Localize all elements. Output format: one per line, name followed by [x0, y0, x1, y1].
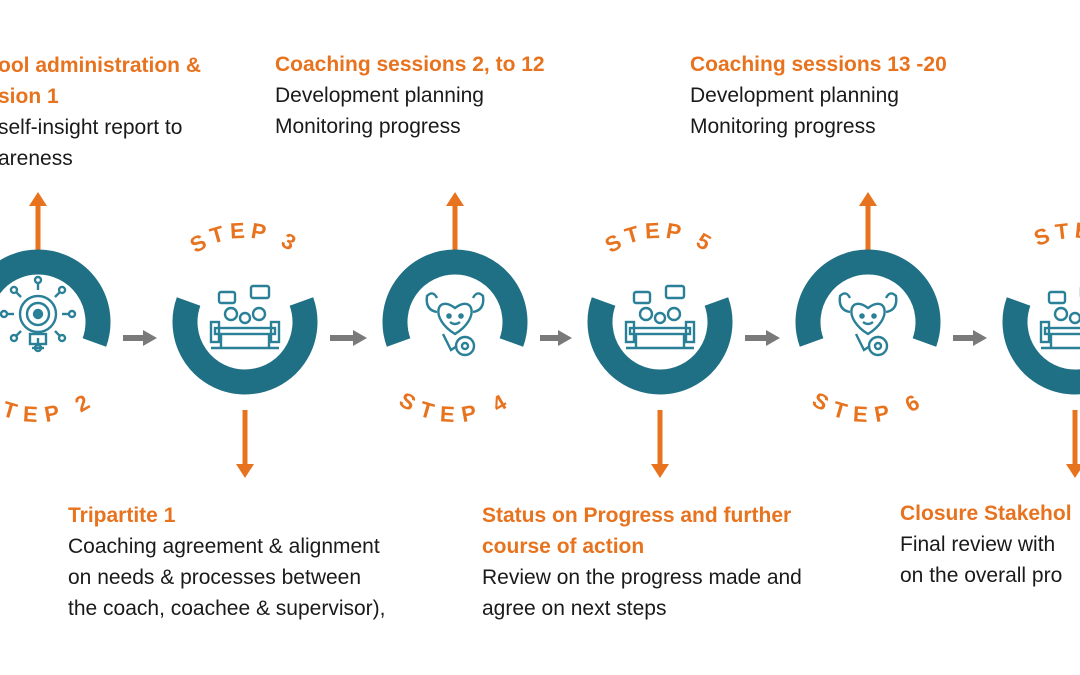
- meeting-icon: [209, 284, 281, 350]
- connector-arrowhead: [143, 330, 157, 346]
- top-block-step-4-heading: Coaching sessions 2, to 12: [275, 53, 545, 76]
- step-label-text: STEP 5: [601, 218, 715, 258]
- step-label: STEP 4: [395, 387, 515, 428]
- bottom-block-step-5-heading-1: Status on Progress and further: [482, 504, 792, 527]
- step-label: STEP 6: [808, 387, 928, 428]
- top-block-step-4: Coaching sessions 2, to 12 Development p…: [275, 49, 545, 142]
- meeting-icon: [624, 284, 696, 350]
- step-label-text: STEP 6: [808, 387, 923, 428]
- down-arrow-step-3: [236, 410, 254, 478]
- top-block-step-2-heading-1: ool administration &: [0, 54, 202, 77]
- step-ring: [1002, 297, 1080, 395]
- strong-heart-icon: [425, 292, 485, 357]
- bottom-block-step-7-body-2: on the overall pro: [900, 564, 1063, 587]
- step-label-text: STEP: [1031, 218, 1080, 251]
- strong-heart-icon: [838, 292, 898, 357]
- step-ring: [382, 249, 528, 347]
- orange-arrowhead: [1066, 464, 1080, 478]
- connector-arrow: [330, 330, 367, 346]
- top-block-step-6-body-1: Development planning: [690, 84, 899, 107]
- connector-arrowhead: [766, 330, 780, 346]
- connector-arrowhead: [973, 330, 987, 346]
- bottom-block-step-5: Status on Progress and further course of…: [482, 500, 802, 624]
- top-block-step-6-heading: Coaching sessions 13 -20: [690, 53, 947, 76]
- step-label-text: STEP 4: [395, 387, 510, 428]
- bottom-block-step-5-body-1: Review on the progress made and: [482, 566, 802, 589]
- connector-arrowhead: [558, 330, 572, 346]
- top-block-step-2-heading-2: sion 1: [0, 85, 59, 108]
- down-arrow-step-7: [1066, 410, 1080, 478]
- orange-arrowhead: [651, 464, 669, 478]
- step-label: STEP 3: [186, 218, 305, 258]
- step-label: STEP: [1031, 218, 1080, 251]
- step-ring: [795, 249, 941, 347]
- idea-bulb-icon: [0, 275, 77, 353]
- connector-arrowhead: [353, 330, 367, 346]
- orange-arrowhead: [236, 464, 254, 478]
- connector-arrow: [123, 330, 157, 346]
- bottom-block-step-7-heading: Closure Stakehol: [900, 502, 1072, 525]
- orange-arrowhead: [29, 192, 47, 206]
- top-block-step-2-body-2: areness: [0, 147, 73, 170]
- bottom-block-step-5-body-2: agree on next steps: [482, 597, 667, 620]
- top-block-step-4-body-2: Monitoring progress: [275, 115, 461, 138]
- orange-arrowhead: [859, 192, 877, 206]
- step-ring: [172, 297, 318, 395]
- step-label: STEP 5: [601, 218, 720, 258]
- bottom-block-step-3-body-2: on needs & processes between: [68, 566, 362, 589]
- step-ring: [0, 249, 111, 347]
- bottom-block-step-7-body-1: Final review with: [900, 533, 1056, 556]
- orange-arrowhead: [446, 192, 464, 206]
- step-ring: [587, 297, 733, 395]
- top-block-step-4-body-1: Development planning: [275, 84, 484, 107]
- bottom-block-step-3-body-1: Coaching agreement & alignment: [68, 535, 380, 558]
- bottom-block-step-3-heading: Tripartite 1: [68, 504, 176, 527]
- top-block-step-2: ool administration & sion 1 self-insight…: [0, 50, 201, 174]
- connector-arrow: [953, 330, 987, 346]
- meeting-icon: [1039, 286, 1080, 350]
- top-block-step-2-body-1: self-insight report to: [0, 116, 183, 139]
- connector-arrow: [745, 330, 780, 346]
- bottom-block-step-7: Closure Stakehol Final review with on th…: [900, 498, 1072, 591]
- step-label: STEP 2: [0, 387, 98, 428]
- top-block-step-6-body-2: Monitoring progress: [690, 115, 876, 138]
- step-label-text: STEP 3: [186, 218, 300, 258]
- bottom-block-step-3: Tripartite 1 Coaching agreement & alignm…: [68, 500, 386, 624]
- step-label-text: STEP 2: [0, 387, 93, 428]
- top-block-step-6: Coaching sessions 13 -20 Development pla…: [690, 49, 947, 142]
- connector-arrow: [540, 330, 572, 346]
- down-arrow-step-5: [651, 410, 669, 478]
- bottom-block-step-3-body-3: the coach, coachee & supervisor),: [68, 597, 386, 620]
- bottom-block-step-5-heading-2: course of action: [482, 535, 645, 558]
